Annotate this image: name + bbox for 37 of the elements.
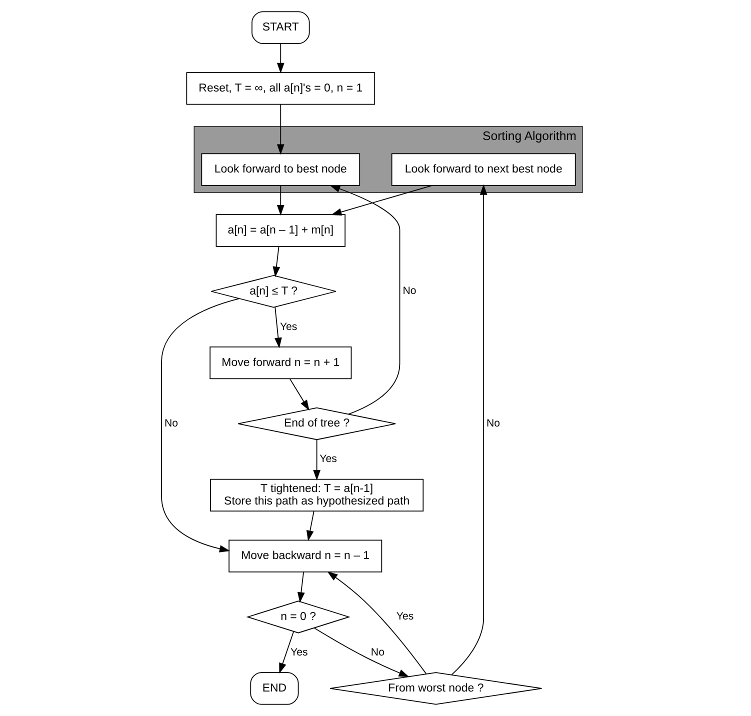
edge-label: No bbox=[164, 417, 178, 430]
arrow bbox=[161, 298, 240, 552]
node-diamond: End of tree ? bbox=[238, 407, 396, 440]
arrow bbox=[297, 572, 305, 603]
arrow bbox=[274, 306, 282, 348]
node-box: Look forward to best node bbox=[201, 153, 360, 186]
edge-label: No bbox=[370, 646, 384, 658]
arrow bbox=[451, 184, 488, 676]
arrow bbox=[279, 631, 294, 674]
node-box: END bbox=[250, 672, 299, 705]
node-box: Look forward to next best node bbox=[391, 153, 576, 186]
edge-label: No bbox=[402, 285, 416, 298]
arrow bbox=[272, 246, 280, 278]
arrow bbox=[290, 378, 310, 411]
edge-label: Yes bbox=[320, 453, 337, 466]
node-box: START bbox=[252, 11, 310, 44]
edge-label: Yes bbox=[290, 646, 308, 658]
arrow bbox=[306, 510, 314, 542]
edge-label: Yes bbox=[280, 320, 298, 333]
node-box: T tightened: T = a[n-1] Store this path as hypothesized path bbox=[210, 478, 424, 512]
arrow bbox=[276, 43, 284, 74]
node-box: Move backward n = n – 1 bbox=[228, 540, 382, 572]
arrow bbox=[331, 185, 432, 216]
arrow bbox=[327, 571, 427, 674]
arrow bbox=[314, 628, 410, 678]
arrow bbox=[276, 104, 284, 155]
node-diamond: From worst node ? bbox=[330, 672, 542, 705]
node-box: Reset, T = ∞, all a[n]'s = 0, n = 1 bbox=[186, 72, 376, 105]
edge-label: Yes bbox=[396, 610, 414, 623]
node-diamond: n = 0 ? bbox=[246, 600, 350, 634]
node-box: Move forward n = n + 1 bbox=[210, 346, 352, 380]
edge-label: No bbox=[486, 417, 500, 430]
node-diamond: a[n] ≤ T ? bbox=[210, 275, 336, 308]
node-box: a[n] = a[n – 1] + m[n] bbox=[216, 214, 346, 247]
arrow bbox=[313, 439, 321, 481]
arrow bbox=[276, 185, 284, 216]
arrow bbox=[330, 185, 400, 415]
